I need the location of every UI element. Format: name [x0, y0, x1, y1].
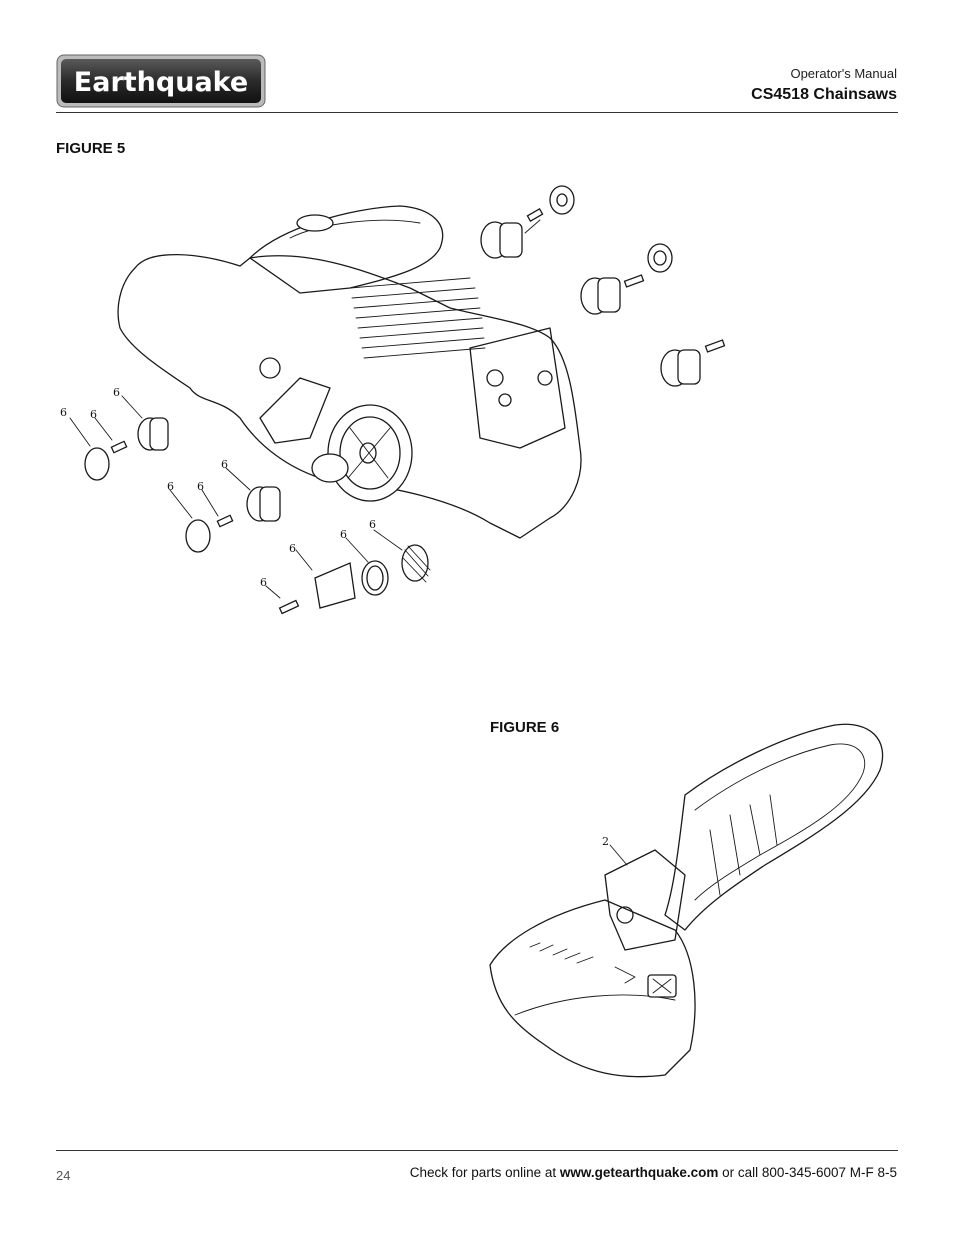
svg-text:6: 6: [113, 386, 120, 399]
svg-text:6: 6: [197, 480, 204, 493]
svg-text:6: 6: [60, 406, 67, 419]
figure-6-label: FIGURE 6: [490, 719, 560, 736]
svg-text:6: 6: [369, 518, 376, 531]
svg-text:6: 6: [340, 528, 347, 541]
website-link[interactable]: www.getearthquake.com: [559, 1165, 719, 1180]
footer-contact: Check for parts online at www.getearthqu…: [410, 1165, 897, 1180]
footer-divider: [56, 1150, 898, 1151]
svg-text:2: 2: [602, 835, 609, 848]
earthquake-logo: Earthquake: [56, 54, 266, 108]
figure-5-label: FIGURE 5: [56, 140, 126, 157]
footer-text-after: or call 800-345-6007 M-F 8-5: [718, 1165, 897, 1180]
svg-text:6: 6: [289, 542, 296, 555]
page-number: 24: [56, 1168, 71, 1183]
figure-5-engine-exploded-view: 6 6 6 6 6 6 6 6 6 6: [60, 185, 726, 615]
svg-text:6: 6: [221, 458, 228, 471]
svg-text:6: 6: [167, 480, 174, 493]
manual-title: CS4518 Chainsaws: [751, 86, 897, 103]
header-divider: [56, 112, 898, 113]
svg-text:6: 6: [260, 576, 267, 589]
figure-6-chain-brake-view: 2: [489, 723, 884, 1078]
svg-text:Earthquake: Earthquake: [74, 67, 248, 98]
svg-text:6: 6: [90, 408, 97, 421]
manual-subtitle: Operator's Manual: [790, 66, 897, 81]
footer-text-before: Check for parts online at: [409, 1165, 560, 1180]
